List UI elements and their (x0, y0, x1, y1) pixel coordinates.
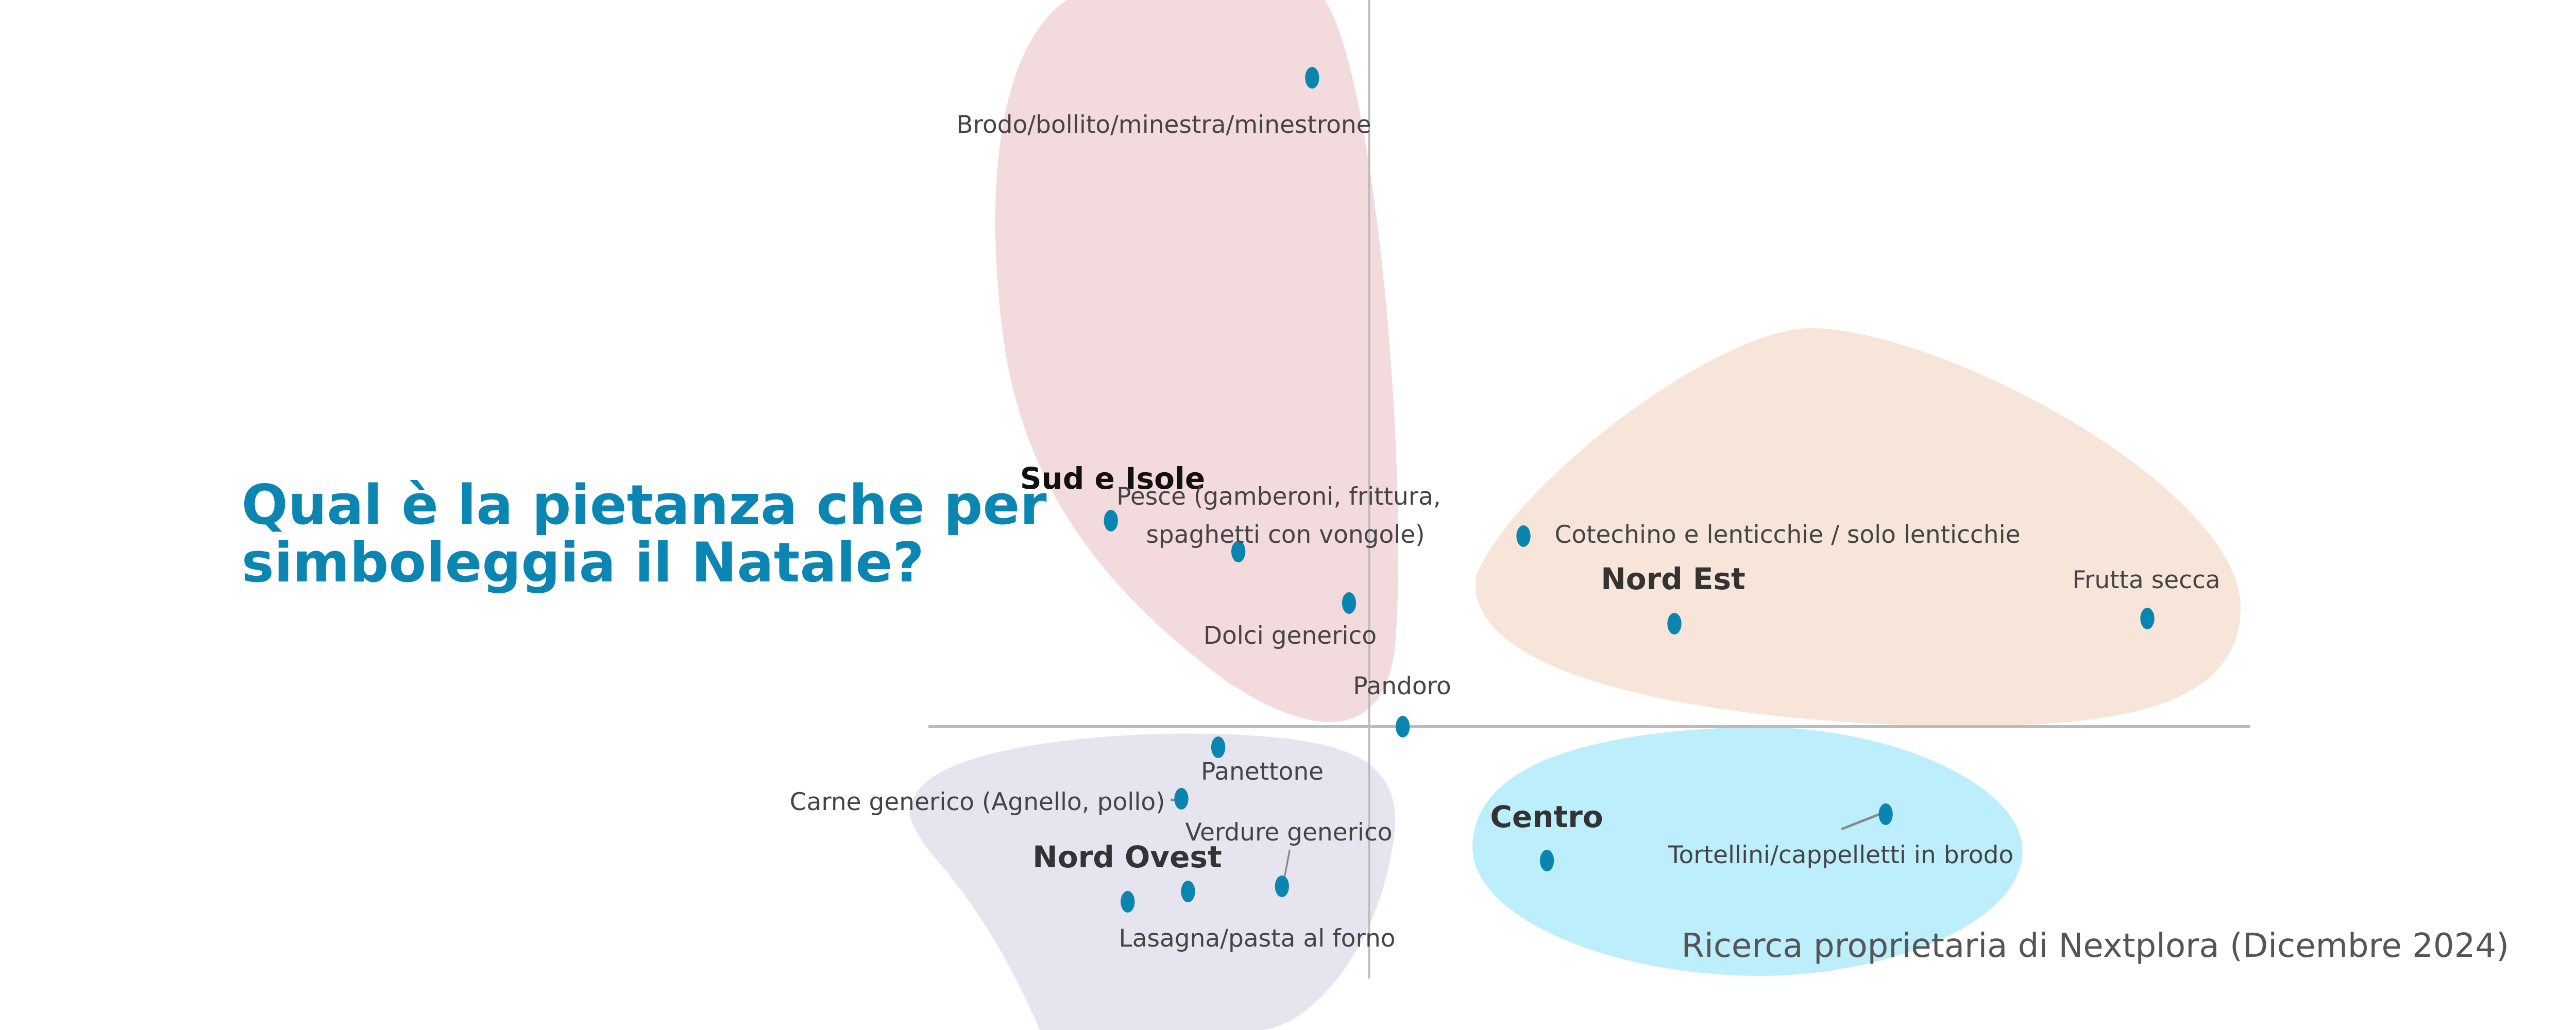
data-point (1211, 736, 1226, 758)
data-point (1878, 803, 1893, 825)
point-label: Pesce (gamberoni, frittura, (1116, 483, 1441, 511)
data-point (1275, 876, 1289, 897)
point-label: Carne generico (Agnello, pollo) (789, 788, 1165, 816)
region-sud-e-isole (995, 0, 1399, 723)
point-label: Brodo/bollito/minestra/minestrone (956, 111, 1371, 139)
point-label: Pandoro (1353, 672, 1451, 700)
point-label: spaghetti con vongole) (1146, 521, 1425, 549)
group-point (1539, 850, 1554, 871)
point-label: Lasagna/pasta al forno (1118, 924, 1396, 953)
group-point (1104, 510, 1118, 531)
data-point (1305, 67, 1319, 89)
chart-title: Qual è la pietanza che per te simboleggi… (242, 476, 1129, 592)
group-label: Sud e Isole (1020, 461, 1206, 496)
point-label: Frutta secca (2072, 566, 2221, 594)
data-point (1181, 881, 1195, 902)
group-point (1667, 613, 1682, 634)
data-point (2140, 608, 2155, 629)
group-point (1121, 891, 1135, 913)
point-label: Verdure generico (1185, 818, 1393, 847)
point-label: Cotechino e lenticchie / solo lenticchie (1554, 521, 2021, 549)
data-point (1395, 716, 1410, 737)
data-point (1231, 541, 1246, 562)
point-label: Panettone (1200, 758, 1324, 786)
group-label: Nord Est (1601, 561, 1745, 596)
region-nord-est (1476, 328, 2241, 726)
point-label: Dolci generico (1203, 622, 1377, 650)
data-point (1516, 525, 1531, 547)
group-label: Centro (1490, 799, 1603, 834)
title-line-2: simboleggia il Natale? (241, 531, 924, 594)
leader-tortellini (1841, 811, 1884, 831)
source-note: Ricerca proprietaria di Nextplora (Dicem… (1681, 927, 2509, 965)
data-point (1342, 592, 1357, 614)
data-point (1174, 788, 1189, 810)
region-centro (1472, 727, 2023, 976)
group-label: Nord Ovest (1032, 839, 1222, 874)
title-line-1: Qual è la pietanza che per te (241, 473, 1129, 537)
region-nord-ovest (909, 733, 1395, 1030)
point-label: Tortellini/cappelletti in brodo (1668, 841, 2014, 869)
